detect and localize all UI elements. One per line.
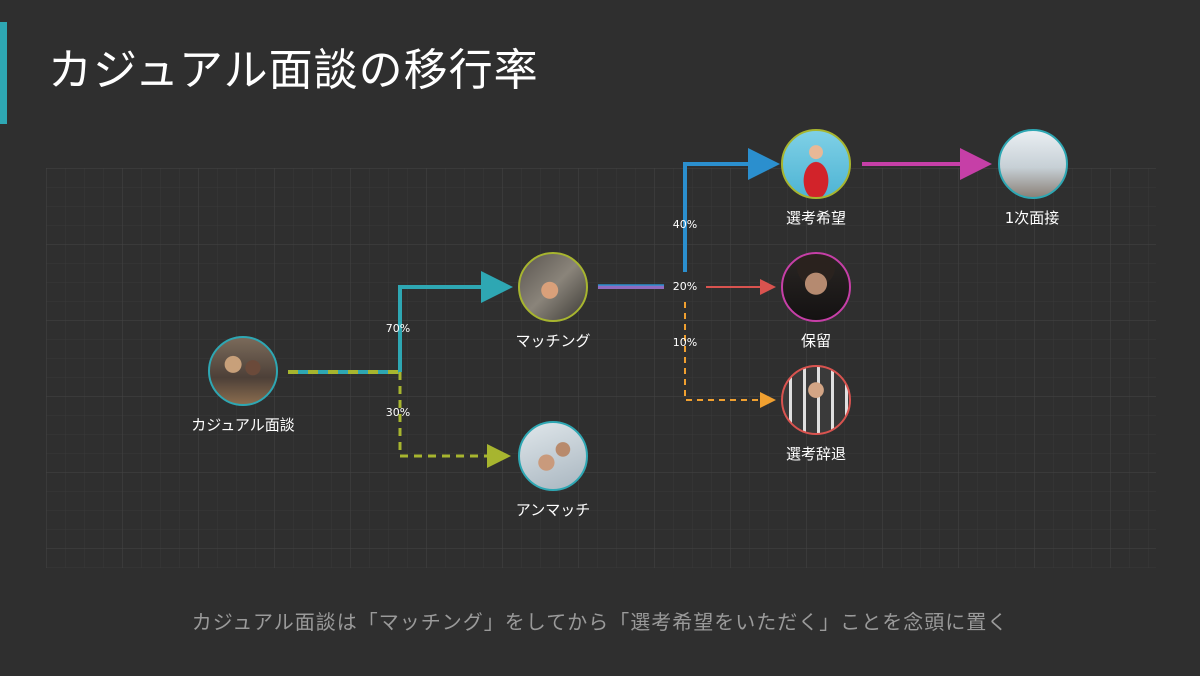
edge-to-decline: [684, 302, 776, 408]
interview-room-photo: [998, 129, 1068, 199]
rate-to-matching: 70%: [385, 322, 411, 335]
rate-to-unmatch: 30%: [385, 406, 411, 419]
node-label-decline: 選考辞退: [785, 445, 847, 463]
node-label-wish: 選考希望: [785, 209, 847, 227]
slide-title: カジュアル面談の移行率: [48, 45, 539, 96]
reaching-hands-photo: [518, 421, 588, 491]
edge-to-wish: [683, 148, 780, 272]
handshake-photo: [518, 252, 588, 322]
declining-man-photo: [781, 365, 851, 435]
rate-to-hold: 20%: [672, 280, 698, 293]
rate-to-decline: 10%: [672, 336, 698, 349]
cheering-man-photo: [781, 129, 851, 199]
edge-to-matching: [398, 271, 513, 372]
thinking-man-photo: [781, 252, 851, 322]
node-label-unmatch: アンマッチ: [515, 501, 591, 519]
edge-to-unmatch: [398, 372, 511, 468]
casual-interview-photo: [208, 336, 278, 406]
rate-to-wish: 40%: [672, 218, 698, 231]
slide-caption: カジュアル面談は「マッチング」をしてから「選考希望をいただく」ことを念頭に置く: [191, 610, 1009, 634]
node-label-first-interview: 1次面接: [1004, 209, 1060, 227]
node-label-casual: カジュアル面談: [191, 416, 295, 434]
node-label-hold: 保留: [800, 332, 832, 350]
node-label-matching: マッチング: [515, 332, 591, 350]
title-accent-bar: [0, 22, 7, 124]
